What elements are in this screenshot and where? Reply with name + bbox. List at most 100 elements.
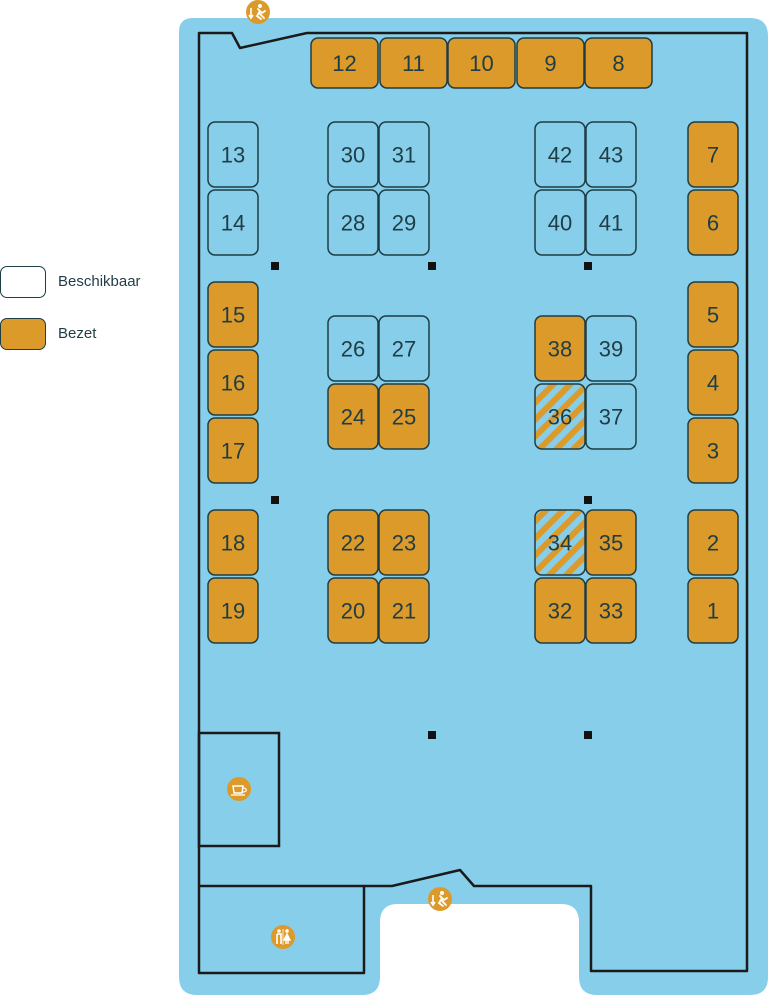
seat-33[interactable]: 33 <box>585 577 637 644</box>
seat-box[interactable] <box>534 383 586 450</box>
seat-box[interactable] <box>447 37 516 89</box>
seat-box[interactable] <box>207 281 259 348</box>
seat-label: 43 <box>599 143 623 168</box>
seat-box[interactable] <box>379 37 448 89</box>
seat-box[interactable] <box>327 383 379 450</box>
seat-label: 24 <box>341 405 365 430</box>
seat-box[interactable] <box>585 189 637 256</box>
seat-label: 35 <box>599 531 623 556</box>
seat-box[interactable] <box>378 383 430 450</box>
seat-box[interactable] <box>534 315 586 382</box>
seat-37[interactable]: 37 <box>585 383 637 450</box>
seat-box[interactable] <box>207 509 259 576</box>
seat-39[interactable]: 39 <box>585 315 637 382</box>
seat-box[interactable] <box>534 577 586 644</box>
seat-15[interactable]: 15 <box>207 281 259 348</box>
seat-43[interactable]: 43 <box>585 121 637 188</box>
seat-5[interactable]: 5 <box>687 281 739 348</box>
seat-box[interactable] <box>534 121 586 188</box>
seat-2[interactable]: 2 <box>687 509 739 576</box>
seat-box[interactable] <box>585 577 637 644</box>
seat-box[interactable] <box>585 509 637 576</box>
seat-box[interactable] <box>585 315 637 382</box>
legend-item-available: Beschikbaar <box>0 266 141 298</box>
seat-38[interactable]: 38 <box>534 315 586 382</box>
seat-label: 32 <box>548 599 572 624</box>
seat-20[interactable]: 20 <box>327 577 379 644</box>
seat-42[interactable]: 42 <box>534 121 586 188</box>
seat-9[interactable]: 9 <box>516 37 585 89</box>
pillars <box>271 262 592 739</box>
seat-28[interactable]: 28 <box>327 189 379 256</box>
seat-29[interactable]: 29 <box>378 189 430 256</box>
seat-box[interactable] <box>378 577 430 644</box>
seat-27[interactable]: 27 <box>378 315 430 382</box>
seat-label: 41 <box>599 211 623 236</box>
seat-30[interactable]: 30 <box>327 121 379 188</box>
seat-box[interactable] <box>687 577 739 644</box>
seat-label: 29 <box>392 211 416 236</box>
seat-13[interactable]: 13 <box>207 121 259 188</box>
seat-11[interactable]: 11 <box>379 37 448 89</box>
seat-22[interactable]: 22 <box>327 509 379 576</box>
seat-box[interactable] <box>378 315 430 382</box>
seat-18[interactable]: 18 <box>207 509 259 576</box>
seat-label: 16 <box>221 371 245 396</box>
seat-box[interactable] <box>327 577 379 644</box>
seat-35[interactable]: 35 <box>585 509 637 576</box>
seat-box[interactable] <box>378 509 430 576</box>
seat-box[interactable] <box>687 509 739 576</box>
seat-box[interactable] <box>378 121 430 188</box>
seat-25[interactable]: 25 <box>378 383 430 450</box>
seat-box[interactable] <box>207 189 259 256</box>
seat-box[interactable] <box>534 189 586 256</box>
seat-24[interactable]: 24 <box>327 383 379 450</box>
seat-box[interactable] <box>585 383 637 450</box>
seat-box[interactable] <box>327 121 379 188</box>
seat-box[interactable] <box>534 509 586 576</box>
seat-8[interactable]: 8 <box>584 37 653 89</box>
seat-box[interactable] <box>584 37 653 89</box>
seat-box[interactable] <box>687 189 739 256</box>
seat-box[interactable] <box>687 349 739 416</box>
seat-32[interactable]: 32 <box>534 577 586 644</box>
seat-label: 13 <box>221 143 245 168</box>
seat-40[interactable]: 40 <box>534 189 586 256</box>
seat-7[interactable]: 7 <box>687 121 739 188</box>
seat-36[interactable]: 36 <box>534 383 586 450</box>
seat-box[interactable] <box>687 121 739 188</box>
seat-23[interactable]: 23 <box>378 509 430 576</box>
seat-10[interactable]: 10 <box>447 37 516 89</box>
seat-box[interactable] <box>378 189 430 256</box>
pillar <box>271 496 279 504</box>
seat-box[interactable] <box>585 121 637 188</box>
seat-1[interactable]: 1 <box>687 577 739 644</box>
seat-17[interactable]: 17 <box>207 417 259 484</box>
seat-box[interactable] <box>207 121 259 188</box>
seat-4[interactable]: 4 <box>687 349 739 416</box>
seat-box[interactable] <box>327 509 379 576</box>
seat-12[interactable]: 12 <box>310 37 379 89</box>
seat-box[interactable] <box>207 349 259 416</box>
seat-3[interactable]: 3 <box>687 417 739 484</box>
seat-box[interactable] <box>516 37 585 89</box>
seat-label: 17 <box>221 439 245 464</box>
seat-box[interactable] <box>310 37 379 89</box>
seat-31[interactable]: 31 <box>378 121 430 188</box>
seat-box[interactable] <box>687 417 739 484</box>
seat-box[interactable] <box>327 189 379 256</box>
seat-41[interactable]: 41 <box>585 189 637 256</box>
pillar <box>584 496 592 504</box>
seat-34[interactable]: 34 <box>534 509 586 576</box>
seat-16[interactable]: 16 <box>207 349 259 416</box>
seat-box[interactable] <box>207 577 259 644</box>
seat-14[interactable]: 14 <box>207 189 259 256</box>
seat-26[interactable]: 26 <box>327 315 379 382</box>
seat-19[interactable]: 19 <box>207 577 259 644</box>
seat-box[interactable] <box>327 315 379 382</box>
seat-6[interactable]: 6 <box>687 189 739 256</box>
seat-21[interactable]: 21 <box>378 577 430 644</box>
seat-box[interactable] <box>207 417 259 484</box>
seat-box[interactable] <box>687 281 739 348</box>
